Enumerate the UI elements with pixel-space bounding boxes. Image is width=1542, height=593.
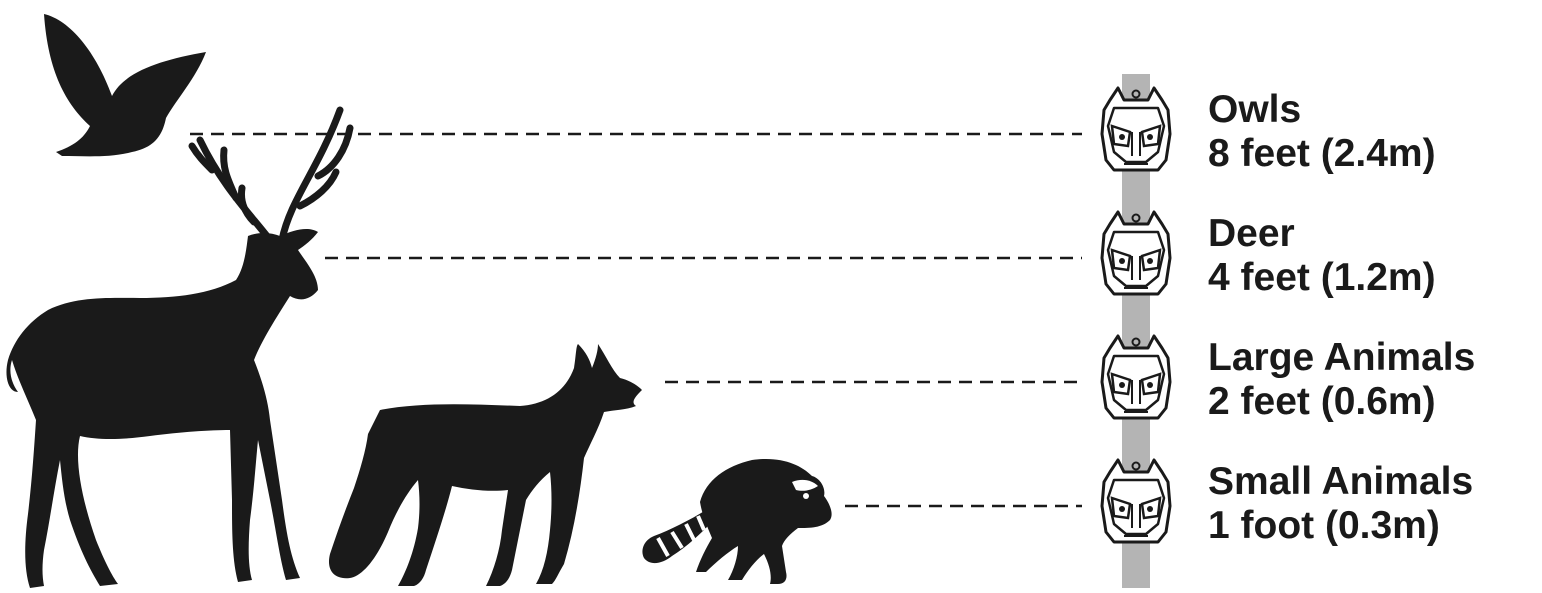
label-owls: Owls 8 feet (2.4m) [1208, 88, 1436, 176]
label-deer: Deer 4 feet (1.2m) [1208, 212, 1436, 300]
raccoon-tail [642, 510, 712, 563]
mounting-height: 8 feet (2.4m) [1208, 132, 1436, 176]
mounting-height: 1 foot (0.3m) [1208, 504, 1473, 548]
mounting-height: 2 feet (0.6m) [1208, 380, 1475, 424]
repeller-device-icon [1102, 212, 1170, 294]
animal-name: Large Animals [1208, 336, 1475, 380]
repeller-device-icon [1102, 460, 1170, 542]
repeller-device-icon [1102, 336, 1170, 418]
owl-silhouette-icon [44, 14, 206, 156]
repeller-device-icon [1102, 88, 1170, 170]
label-small-animals: Small Animals 1 foot (0.3m) [1208, 460, 1473, 548]
wolf-silhouette-icon [329, 344, 642, 586]
animal-name: Small Animals [1208, 460, 1473, 504]
mounting-height: 4 feet (1.2m) [1208, 256, 1436, 300]
raccoon-silhouette-icon [642, 459, 831, 584]
label-large-animals: Large Animals 2 feet (0.6m) [1208, 336, 1475, 424]
deer-silhouette-icon [6, 110, 350, 588]
animal-name: Owls [1208, 88, 1436, 132]
animal-name: Deer [1208, 212, 1436, 256]
